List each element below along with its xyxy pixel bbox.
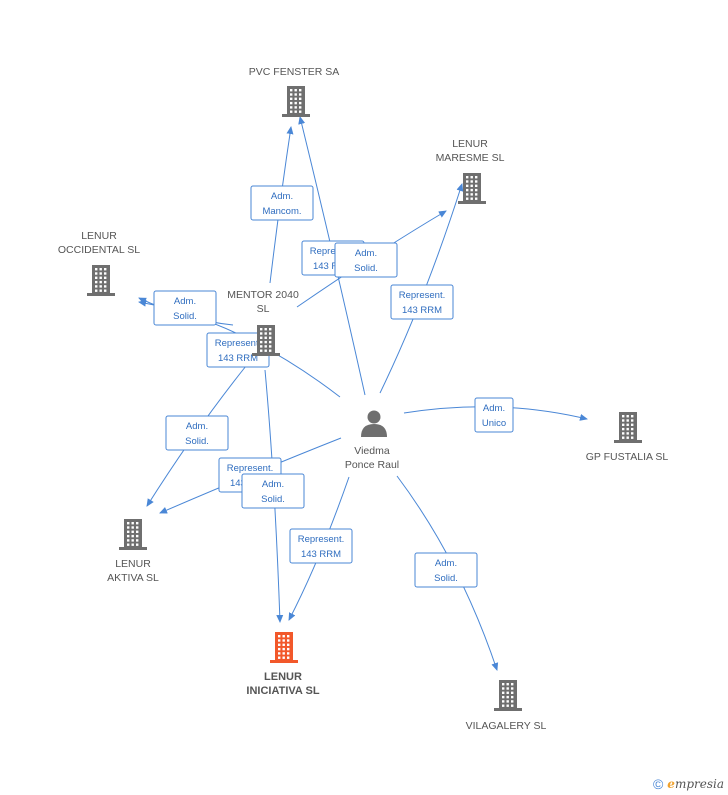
- node-label: MENTOR 2040: [227, 289, 299, 301]
- edge-label-box: [334, 242, 398, 278]
- edge-label-text: Adm.: [174, 296, 196, 307]
- node-label: Viedma: [354, 445, 390, 457]
- edge-label-text: Represent.: [227, 463, 273, 474]
- building-icon: [87, 265, 115, 296]
- edge-label-text: 143 RRM: [402, 305, 442, 316]
- building-icon: [458, 173, 486, 204]
- edge-label-text: Adm.: [483, 403, 505, 414]
- edge-label[interactable]: Adm. Solid.: [153, 290, 217, 326]
- edge-label[interactable]: Adm. Solid.: [241, 473, 305, 509]
- edge-label[interactable]: Adm. Solid.: [414, 552, 478, 588]
- edges-layer: Adm.Mancom.Represent.143 RRMAdm.Solid.Re…: [138, 116, 588, 671]
- node-occidental[interactable]: LENUR OCCIDENTAL SL: [58, 230, 140, 296]
- building-icon: [494, 680, 522, 711]
- edge-label-text: Represent.: [399, 290, 445, 301]
- node-maresme[interactable]: LENUR MARESME SL: [436, 138, 505, 204]
- building-icon: [270, 632, 298, 663]
- node-label: GP FUSTALIA SL: [586, 451, 669, 463]
- node-label: AKTIVA SL: [107, 572, 159, 584]
- edge-label-text: Mancom.: [262, 206, 301, 217]
- edge-label-box: [153, 290, 217, 326]
- copyright-icon: ©: [652, 776, 664, 792]
- building-icon: [252, 325, 280, 356]
- node-label: SL: [257, 303, 270, 315]
- edge-label-text: Adm.: [271, 191, 293, 202]
- node-label: Ponce Raul: [345, 459, 399, 471]
- edge-label-text: 143 RRM: [301, 549, 341, 560]
- edge-label[interactable]: Adm. Mancom.: [250, 185, 314, 221]
- edge-label-text: Solid.: [185, 436, 209, 447]
- node-label: LENUR: [264, 671, 302, 683]
- edge-label-box: [414, 552, 478, 588]
- edge-label[interactable]: Represent. 143 RRM: [206, 332, 270, 368]
- edge-label-text: Adm.: [262, 479, 284, 490]
- edge-label[interactable]: Adm. Unico: [474, 397, 514, 433]
- edge-label-text: 143 RRM: [218, 353, 258, 364]
- node-label: INICIATIVA SL: [246, 685, 319, 697]
- edge-label-text: Adm.: [435, 558, 457, 569]
- edge-label-box: [250, 185, 314, 221]
- person-icon: [361, 410, 387, 437]
- edge-label-text: Solid.: [434, 573, 458, 584]
- node-iniciativa[interactable]: LENUR INICIATIVA SL: [246, 632, 320, 697]
- node-label: LENUR: [452, 138, 488, 150]
- node-gpfustalia[interactable]: GP FUSTALIA SL: [586, 412, 669, 463]
- building-icon: [614, 412, 642, 443]
- edge-label-text: Adm.: [355, 248, 377, 259]
- edge-label-box: [474, 397, 514, 433]
- edge-label-text: Represent.: [310, 246, 356, 257]
- node-label: LENUR: [115, 558, 151, 570]
- edge-label-text: 143 RRM: [313, 261, 353, 272]
- node-label: LENUR: [81, 230, 117, 242]
- node-label: OCCIDENTAL SL: [58, 244, 140, 256]
- node-vilagalery[interactable]: VILAGALERY SL: [466, 680, 547, 732]
- edge-label-text: Solid.: [261, 494, 285, 505]
- building-icon: [119, 519, 147, 550]
- edge-label-text: Solid.: [354, 263, 378, 274]
- edge-label[interactable]: Adm. Solid.: [165, 415, 229, 451]
- edge-label-text: Represent.: [215, 338, 261, 349]
- edge-label[interactable]: Represent. 143 RRM: [390, 284, 454, 320]
- edge-label-box: [241, 473, 305, 509]
- edge-label-text: Represent.: [298, 534, 344, 545]
- edge-label-text: Unico: [482, 418, 506, 429]
- node-label: VILAGALERY SL: [466, 720, 547, 732]
- edge-label-box: [289, 528, 353, 564]
- edge-label[interactable]: Adm. Solid.: [334, 242, 398, 278]
- node-label: PVC FENSTER SA: [249, 66, 339, 78]
- empresia-logo: empresia: [667, 777, 724, 791]
- node-label: MARESME SL: [436, 152, 505, 164]
- edge-label-text: Adm.: [186, 421, 208, 432]
- edge-label[interactable]: Represent. 143 RRM: [289, 528, 353, 564]
- edge-label-box: [165, 415, 229, 451]
- node-aktiva[interactable]: LENUR AKTIVA SL: [107, 519, 159, 584]
- node-pvc[interactable]: PVC FENSTER SA: [249, 66, 339, 117]
- edge-label-text: Solid.: [173, 311, 197, 322]
- edge-label-box: [390, 284, 454, 320]
- building-icon: [282, 86, 310, 117]
- nodes-layer: PVC FENSTER SA LENUR MARESME SL LENUR OCCIDE…: [58, 66, 669, 732]
- copyright-notice: © empresia: [653, 776, 724, 792]
